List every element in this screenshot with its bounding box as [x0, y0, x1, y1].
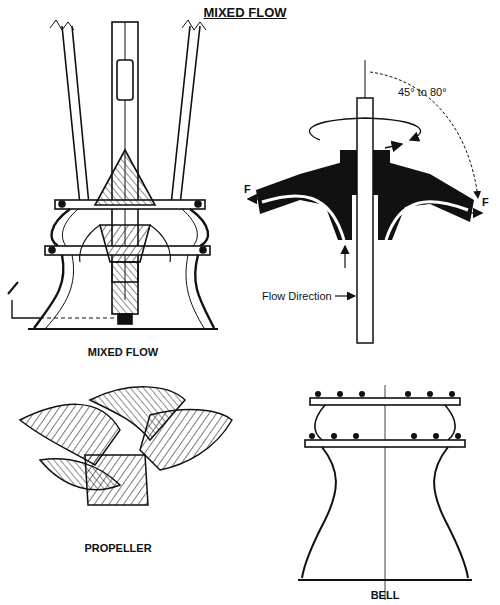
- force-label: F: [244, 183, 251, 195]
- angle-label: 45° to 80°: [398, 86, 447, 98]
- figure-caption: PROPELLER: [84, 542, 151, 554]
- propeller: [20, 387, 232, 505]
- bell: [298, 385, 472, 600]
- figure-caption: MIXED FLOW: [88, 346, 158, 358]
- force-label: F: [482, 196, 489, 208]
- flow-label: Flow Direction: [262, 290, 332, 302]
- mixed-flow-pump: [8, 20, 218, 329]
- figure-caption: BELL: [371, 589, 400, 601]
- impeller-section: [248, 60, 482, 343]
- page-title: MIXED FLOW: [203, 6, 286, 20]
